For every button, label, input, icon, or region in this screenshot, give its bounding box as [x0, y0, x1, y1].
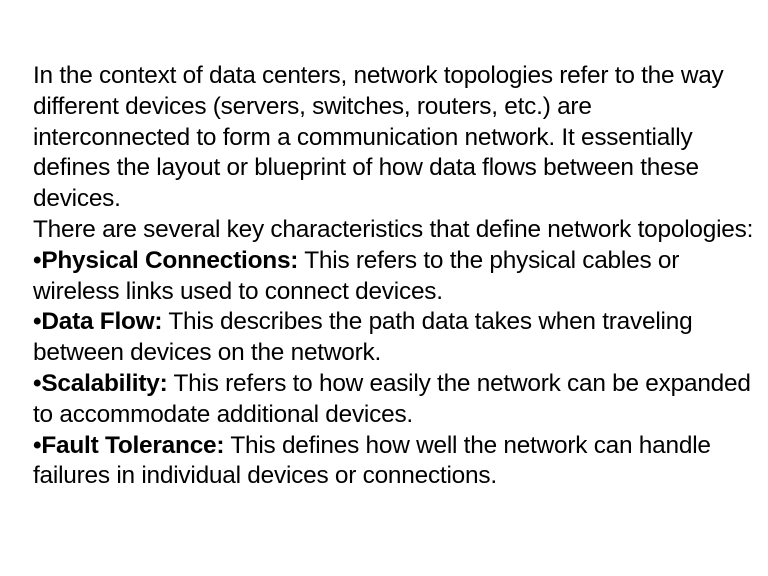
bullet-marker-icon: • [33, 308, 42, 336]
bullet-item-physical-connections: •Physical Connections: This refers to th… [33, 246, 755, 308]
intro-paragraph: In the context of data centers, network … [33, 61, 755, 215]
bullet-item-scalability: •Scalability: This refers to how easily … [33, 369, 755, 431]
bullet-item-data-flow: •Data Flow: This describes the path data… [33, 307, 755, 369]
bullet-body-fault-tolerance: This defines how well the network can ha… [33, 431, 711, 490]
bullet-heading-data-flow: Data Flow: [41, 308, 163, 336]
bullet-marker-icon: • [33, 431, 42, 459]
bullet-heading-fault-tolerance: Fault Tolerance: [41, 431, 225, 459]
intro-remainder: interconnected to form a communication n… [33, 123, 699, 213]
bullet-marker-icon: • [33, 369, 42, 397]
bullet-item-fault-tolerance: •Fault Tolerance: This defines how well … [33, 431, 755, 493]
bullet-heading-scalability: Scalability: [41, 369, 168, 397]
bullet-body-scalability: This refers to how easily the network ca… [33, 369, 751, 428]
bullet-marker-icon: • [33, 246, 42, 274]
intro-line-2: different devices (servers, switches, ro… [33, 92, 592, 120]
lead-in-line: There are several key characteristics th… [33, 215, 754, 243]
slide-body-text[interactable]: In the context of data centers, network … [33, 61, 755, 492]
bullet-body-data-flow: This describes the path data takes when … [33, 308, 693, 367]
bullet-body-physical-connections: This refers to the physical cables or wi… [33, 246, 680, 305]
intro-line-1: In the context of data centers, network … [33, 62, 724, 89]
bullet-heading-physical-connections: Physical Connections: [41, 246, 299, 274]
